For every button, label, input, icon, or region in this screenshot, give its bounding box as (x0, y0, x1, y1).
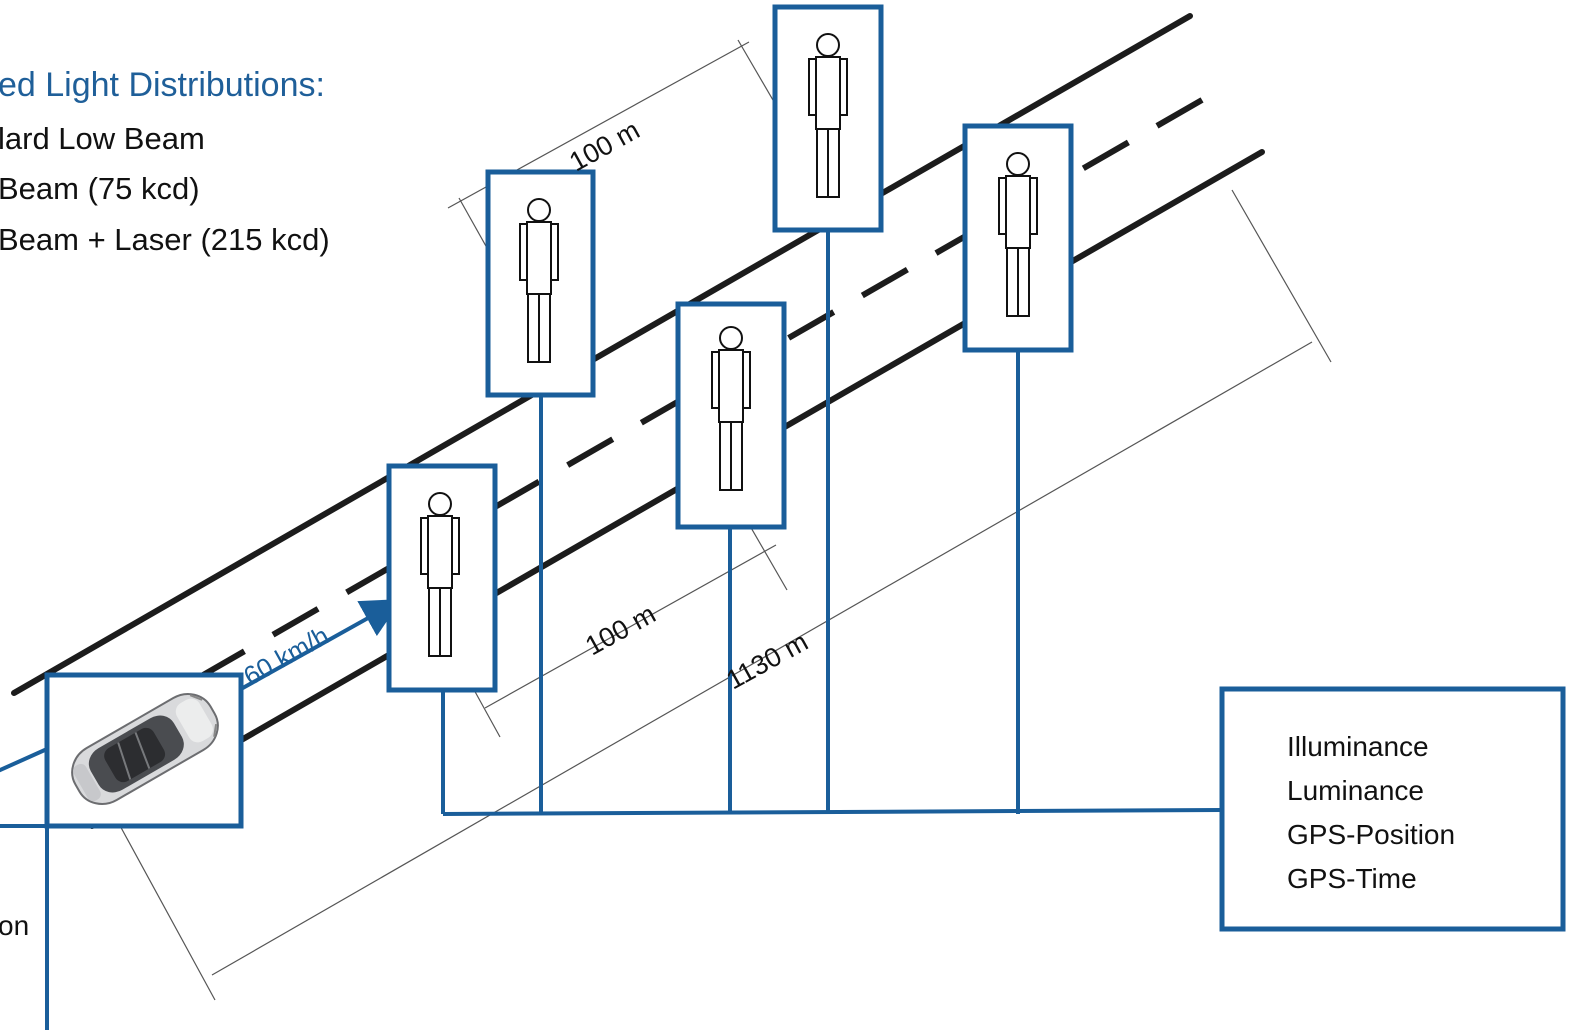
pedestrian-target-2 (488, 172, 593, 395)
legend-title: ed Light Distributions: (0, 66, 325, 104)
vehicle-box (47, 675, 241, 826)
measurement-gps-position: GPS-Position (1287, 819, 1455, 850)
vehicle-speed-label: 60 km/h (238, 620, 333, 691)
dim-total-ext-left (118, 822, 215, 1000)
legend-item-1: lard Low Beam (0, 121, 205, 156)
dim-label-lower-100m: 100 m (580, 599, 660, 662)
pedestrian-target-3 (678, 304, 784, 527)
measurement-gps-time: GPS-Time (1287, 863, 1417, 894)
dim-total-ext-right (1232, 190, 1331, 362)
pedestrian-target-1 (389, 466, 495, 690)
pedestrian-target-4 (775, 7, 881, 230)
dim-label-total-1130m: 1130 m (721, 626, 813, 695)
road-edge-top (14, 16, 1190, 693)
dim-label-upper-100m: 100 m (564, 115, 644, 178)
legend-item-3: Beam + Laser (215 kcd) (0, 222, 330, 257)
left-partial-label: on (0, 910, 29, 941)
measurement-luminance: Luminance (1287, 775, 1424, 806)
legend-item-2: Beam (75 kcd) (0, 171, 200, 206)
measurement-illuminance: Illuminance (1287, 731, 1429, 762)
pedestrian-target-5 (965, 126, 1071, 350)
